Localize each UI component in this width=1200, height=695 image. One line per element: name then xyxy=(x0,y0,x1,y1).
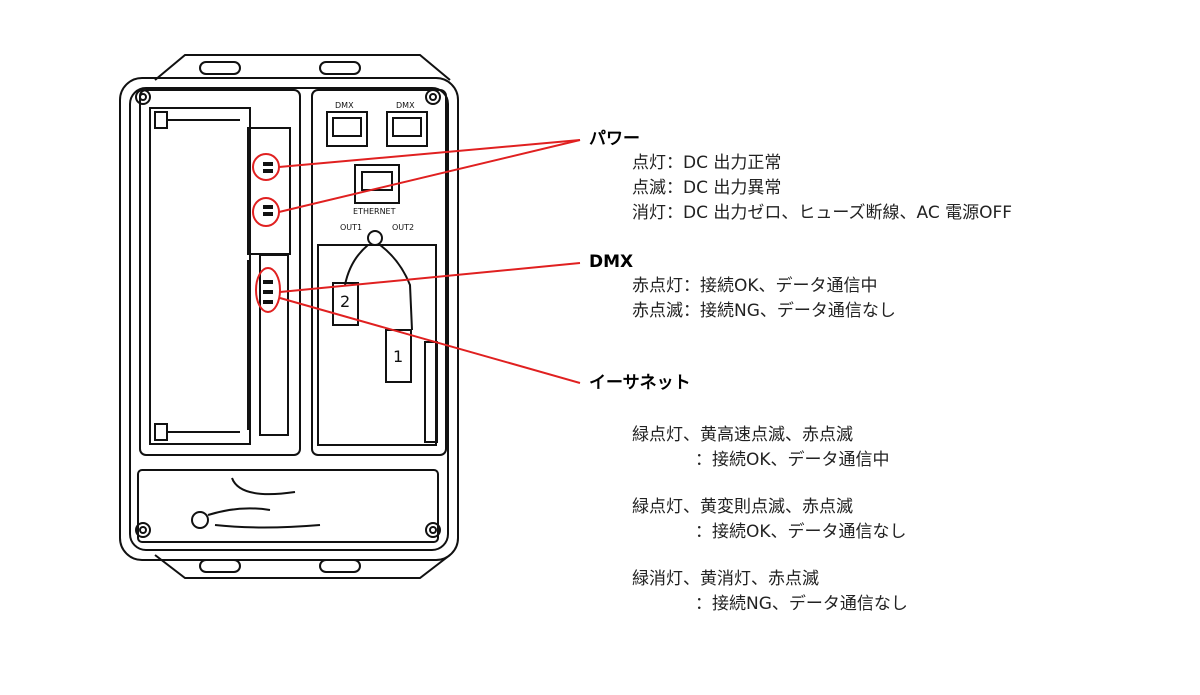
ethernet-meaning-2: ：接続OK、データ通信なし xyxy=(695,522,907,542)
power-supply-module xyxy=(149,107,251,445)
screw-top-right xyxy=(425,89,441,105)
power-line-1: 点灯：DC 出力正常 xyxy=(632,153,782,173)
power-leader-2 xyxy=(278,139,581,213)
ethernet-meaning-3: ：接続NG、データ通信なし xyxy=(695,594,908,614)
dmx-label-a: DMX xyxy=(335,101,354,110)
dmx-led-highlight xyxy=(255,267,281,313)
bottom-mount-tab xyxy=(154,554,451,579)
screw-bottom-right xyxy=(425,522,441,538)
power-line-2: 点滅：DC 出力異常 xyxy=(632,178,782,198)
dmx-led-2 xyxy=(263,290,273,294)
out2-label: OUT2 xyxy=(392,223,414,232)
cable-a xyxy=(231,477,296,496)
ethernet-leader xyxy=(279,297,581,384)
connector-1-number: 1 xyxy=(393,347,403,366)
power-led-2 xyxy=(263,169,273,173)
cable-b xyxy=(214,524,321,529)
psu-terminal-bottom xyxy=(154,423,168,441)
power-led-4 xyxy=(263,212,273,216)
power-line-3: 消灯：DC 出力ゼロ、ヒューズ断線、AC 電源OFF xyxy=(632,203,1013,223)
ethernet-state-3: 緑消灯、黄消灯、赤点滅 xyxy=(632,569,819,589)
power-led-board xyxy=(247,127,291,255)
dmx-jack-b xyxy=(386,111,428,147)
terminal-area xyxy=(317,244,437,446)
ground-wire xyxy=(207,507,271,516)
power-led-highlight-1 xyxy=(252,153,280,181)
housing-inner xyxy=(129,87,449,551)
dmx-title: DMX xyxy=(589,252,634,272)
dmx-led-3 xyxy=(263,300,273,304)
bottom-slot-right xyxy=(319,559,361,573)
psu-terminal-top xyxy=(154,111,168,129)
side-rail xyxy=(424,341,438,443)
connector-2-number: 2 xyxy=(340,292,350,311)
output-connector xyxy=(367,230,383,246)
dmx-line-1: 赤点灯：接続OK、データ通信中 xyxy=(632,276,878,296)
top-slot-right xyxy=(319,61,361,75)
dmx-led-board xyxy=(259,254,289,436)
screw-top-left xyxy=(135,89,151,105)
top-slot-left xyxy=(199,61,241,75)
connector-2 xyxy=(332,282,359,326)
ethernet-state-2: 緑点灯、黄変則点滅、赤点滅 xyxy=(632,497,853,517)
dmx-leader xyxy=(279,262,581,293)
power-compartment xyxy=(139,89,301,456)
power-led-1 xyxy=(263,162,273,166)
ethernet-meaning-1: ：接続OK、データ通信中 xyxy=(695,450,890,470)
power-title: パワー xyxy=(589,129,640,149)
screw-bottom-left xyxy=(135,522,151,538)
ground-screw xyxy=(191,511,209,529)
wire-out2 xyxy=(379,244,413,331)
connector-1 xyxy=(385,329,412,383)
dmx-label-b: DMX xyxy=(396,101,415,110)
dmx-led-1 xyxy=(263,280,273,284)
ethernet-label: ETHERNET xyxy=(353,207,396,216)
cable-compartment xyxy=(137,469,439,543)
top-mount-tab xyxy=(154,54,451,81)
control-compartment xyxy=(311,89,447,456)
housing-outer xyxy=(119,77,459,561)
ethernet-state-1: 緑点灯、黄高速点滅、赤点滅 xyxy=(632,425,853,445)
out1-label: OUT1 xyxy=(340,223,362,232)
ethernet-title: イーサネット xyxy=(589,373,691,393)
dmx-jack-a xyxy=(326,111,368,147)
dmx-line-2: 赤点滅：接続NG、データ通信なし xyxy=(632,301,896,321)
power-leader-1 xyxy=(278,139,581,168)
wire-out1 xyxy=(344,244,369,286)
power-led-3 xyxy=(263,205,273,209)
bottom-slot-left xyxy=(199,559,241,573)
